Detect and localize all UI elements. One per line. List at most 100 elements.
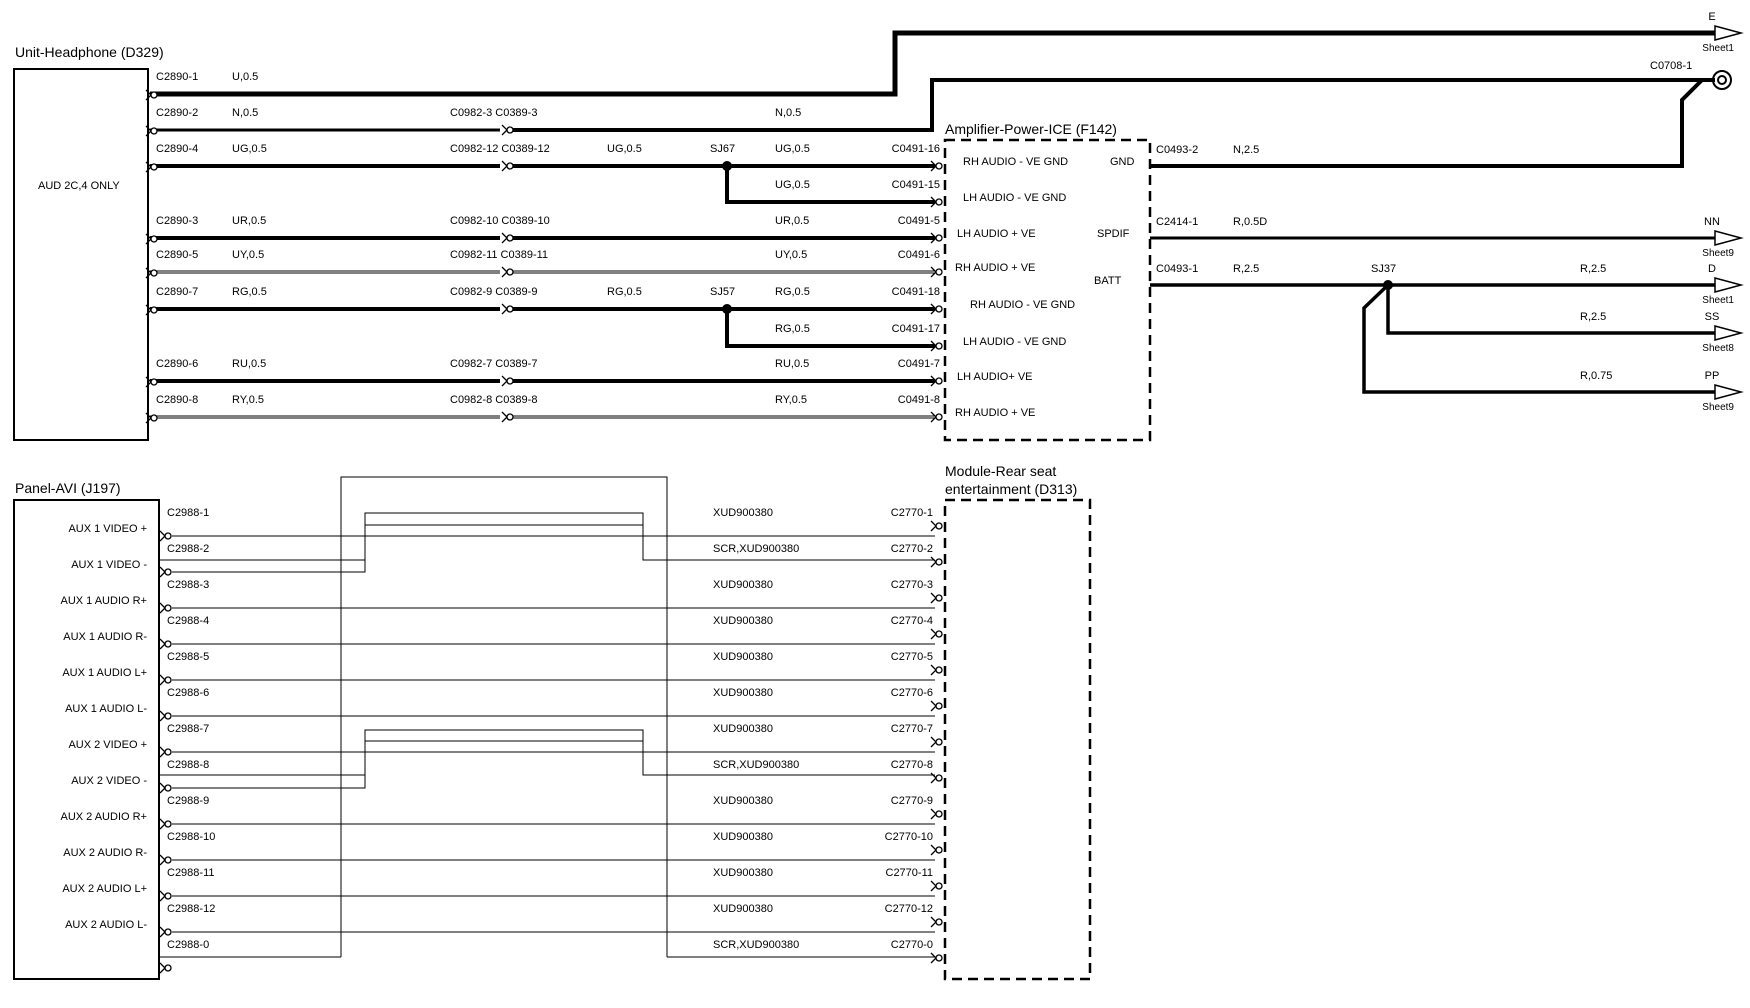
c0708-eyelet-inner [1717,75,1727,85]
headphone-pin-end-2-ring-icon [150,163,158,171]
inline-connector-label: C0982-12 C0389-12 [450,143,550,155]
headphone-pin-end-0-ring-icon [150,91,158,99]
panel-pin-label: AUX 2 VIDEO + [68,739,147,751]
video-pair-0-wire [172,524,935,573]
c0708-eyelet-icon [1712,70,1732,90]
module-pin-end-11-ring-icon [935,918,943,926]
wire-conn-C2890-3: C2890-3 [156,215,198,227]
module-conn-C2770-11: C2770-11 [886,867,934,879]
wire-mid-color: RG,0.5 [775,323,810,335]
inline-wire-color: UG,0.5 [607,143,642,155]
inline-connector-1-ring-icon [506,126,514,134]
wire-mid-color: RY,0.5 [775,394,807,406]
arrow-NN-icon [1714,230,1744,246]
module-box [943,498,1092,981]
panel-conn-C2988-9: C2988-9 [167,795,209,807]
inline-connector-2-ring-icon [506,162,514,170]
arrow-SS-icon [1714,325,1744,341]
panel-pin-label: AUX 1 AUDIO R+ [60,595,147,607]
sheet-arrows: ESheet1NNSheet9DSheet1R,2.5SSSheet8R,2.5… [1580,11,1744,413]
panel-pin-end-4-chevron-icon [159,674,166,686]
inline-connector-5-ring-icon [506,268,514,276]
module-pin-end-4-ring-icon [935,666,943,674]
wire-mid-color: UG,0.5 [775,179,810,191]
wire-mid-color: N,0.5 [775,107,801,119]
amp-pin-end-6-ring-icon [935,305,943,313]
panel-conn-C2988-10: C2988-10 [167,831,215,843]
cable-label: XUD900380 [713,831,773,843]
module-conn-C2770-1: C2770-1 [891,507,933,519]
arrow-wire-color: R,0.75 [1580,370,1612,382]
module-title-2: entertainment (D313) [945,481,1077,497]
c2414-1-color: R,0.5D [1233,216,1267,228]
panel-pin-end-5-chevron-icon [159,710,166,722]
cable-label: XUD900380 [713,687,773,699]
arrow-wire-color: R,2.5 [1580,311,1606,323]
c0493-1-label: C0493-1 [1156,263,1198,275]
wire-color-label: RY,0.5 [232,394,264,406]
panel-pin-end-1-ring-icon [164,568,172,576]
amp-conn-C0491-18: C0491-18 [892,286,940,298]
wire-conn-C2890-5: C2890-5 [156,249,198,261]
inline-connector-label: C0982-7 C0389-7 [450,358,537,370]
inline-wire-color: RG,0.5 [607,286,642,298]
arrow-letter-SS: SS [1705,311,1720,323]
amp-pin-end-7-ring-icon [935,342,943,350]
wire-color-label: U,0.5 [232,71,258,83]
wire-color-label: RG,0.5 [232,286,267,298]
cable-label: XUD900380 [713,615,773,627]
inline-connector-8-chevron-icon [501,375,508,387]
wire-mid-color: UR,0.5 [775,215,809,227]
panel-conn-C2988-1: C2988-1 [167,507,209,519]
panel-pin-label: AUX 1 AUDIO L+ [62,667,147,679]
inline-connector-9-ring-icon [506,413,514,421]
panel-pin-end-0-chevron-icon [159,530,166,542]
inline-connector-2-chevron-icon [501,160,508,172]
panel-pin-end-4-ring-icon [164,676,172,684]
panel-pin-label: AUX 2 AUDIO L- [65,919,147,931]
amp-pin-label: RH AUDIO - VE GND [963,156,1068,168]
wire-conn-C2890-7: C2890-7 [156,286,198,298]
module-pin-end-1-ring-icon [935,558,943,566]
amp-pin-end-9-ring-icon [935,413,943,421]
cable-label: SCR,XUD900380 [713,543,799,555]
wire-color-label: UG,0.5 [232,143,267,155]
wire-conn-C2890-6: C2890-6 [156,358,198,370]
headphone-note: AUD 2C,4 ONLY [38,180,120,192]
wire-sj37-ss [1386,285,1715,335]
unit-headphone: Unit-Headphone (D329) AUD 2C,4 ONLY [13,44,164,441]
module-pin-end-12-chevron-icon [930,952,937,964]
panel-pin-end-3-ring-icon [164,640,172,648]
module-conn-C2770-12: C2770-12 [885,903,933,915]
amp-pin-label: LH AUDIO - VE GND [963,336,1066,348]
cable-shield-outline [340,476,668,957]
module-conn-C2770-5: C2770-5 [891,651,933,663]
module-pin-end-12-ring-icon [935,954,943,962]
inline-connector-6-chevron-icon [501,303,508,315]
panel-conn-C2988-2: C2988-2 [167,543,209,555]
panel-pin-end-11-chevron-icon [159,926,166,938]
module-pin-end-2-chevron-icon [930,592,937,604]
panel-conn-C2988-7: C2988-7 [167,723,209,735]
amp-pin-end-2-ring-icon [935,162,943,170]
splice-sj57-dot [722,304,732,314]
module-pin-end-9-chevron-icon [930,844,937,856]
headphone-wires [150,30,1720,419]
module-pin-end-5-chevron-icon [930,700,937,712]
c2414-1-label: C2414-1 [1156,216,1198,228]
module-pin-end-2-ring-icon [935,594,943,602]
panel-conn-C2988-8: C2988-8 [167,759,209,771]
wire-conn-C2890-8: C2890-8 [156,394,198,406]
amp-conn-C0491-17: C0491-17 [892,323,940,335]
cable-label: XUD900380 [713,795,773,807]
panel-pin-label: AUX 1 VIDEO - [71,559,147,571]
module-pin-end-8-chevron-icon [930,808,937,820]
amplifier-title: Amplifier-Power-ICE (F142) [945,121,1117,137]
arrow-E-icon [1714,25,1744,41]
module-conn-C2770-9: C2770-9 [891,795,933,807]
inline-connector-label: C0982-10 C0389-10 [450,215,550,227]
headphone-pin-end-6-ring-icon [150,306,158,314]
wire-color-label: N,0.5 [232,107,258,119]
